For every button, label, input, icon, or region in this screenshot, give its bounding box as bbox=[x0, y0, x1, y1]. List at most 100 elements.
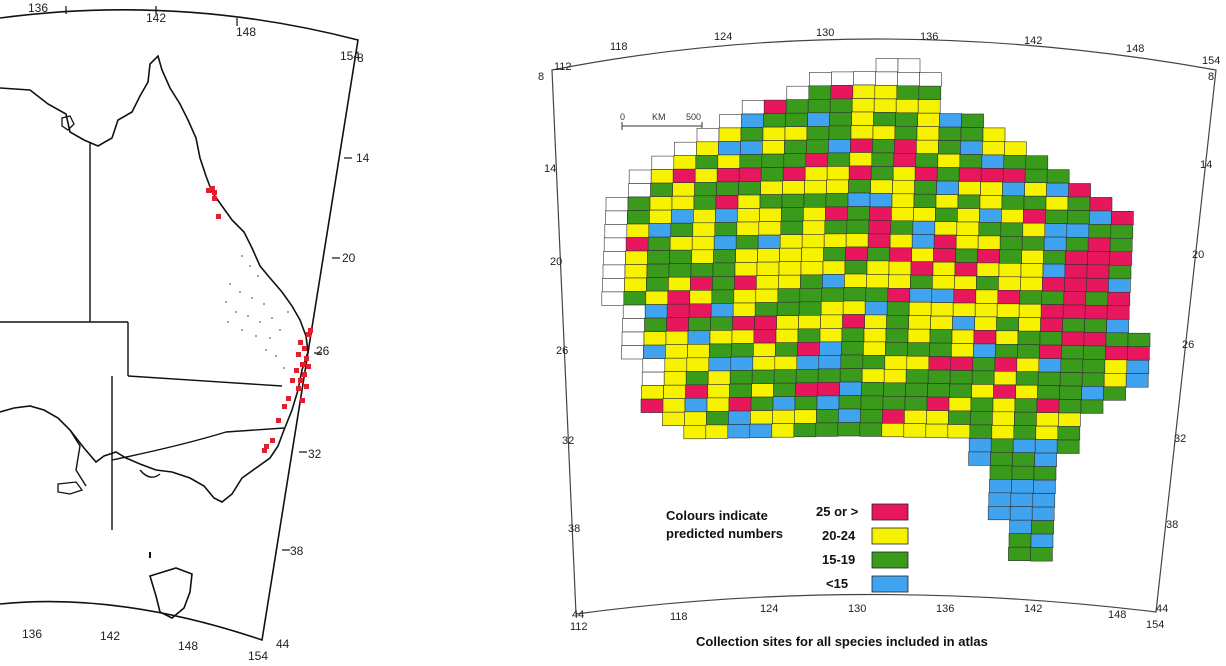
atlas-grid-cell bbox=[823, 233, 847, 248]
atlas-grid-cell bbox=[694, 168, 718, 183]
atlas-grid-cell bbox=[823, 247, 846, 262]
legend-label-under-15: <15 bbox=[826, 576, 848, 591]
atlas-grid-cell bbox=[839, 368, 863, 383]
atlas-grid-cell bbox=[797, 328, 821, 343]
atlas-grid-cell bbox=[762, 126, 786, 141]
atlas-grid-cell bbox=[904, 396, 928, 411]
atlas-grid-cell bbox=[684, 411, 707, 426]
atlas-grid-cell bbox=[907, 328, 931, 344]
legend-label-25-plus: 25 or > bbox=[816, 504, 859, 519]
atlas-grid-cell bbox=[1014, 411, 1037, 427]
atlas-grid-cell bbox=[842, 314, 865, 329]
atlas-grid-cell bbox=[782, 180, 805, 195]
atlas-grid-cell bbox=[991, 424, 1015, 440]
atlas-grid-cell bbox=[1009, 519, 1032, 535]
atlas-grid-cell bbox=[712, 276, 735, 291]
atlas-grid-cell bbox=[1039, 331, 1063, 346]
atlas-grid-cell bbox=[1023, 195, 1047, 210]
atlas-grid-cell bbox=[974, 303, 998, 318]
atlas-grid-cell bbox=[800, 274, 823, 289]
atlas-grid-cell bbox=[960, 140, 983, 155]
atlas-grid-cell bbox=[896, 85, 920, 100]
atlas-grid-cell bbox=[938, 140, 961, 155]
atlas-grid-cell bbox=[688, 303, 712, 318]
atlas-grid-cell bbox=[838, 395, 862, 410]
top-lon-label: 124 bbox=[714, 31, 732, 43]
atlas-grid-cell bbox=[758, 221, 782, 236]
atlas-grid-cell bbox=[993, 370, 1017, 386]
atlas-grid-cell bbox=[1017, 344, 1040, 359]
atlas-grid-cell bbox=[706, 411, 729, 426]
atlas-grid-cell bbox=[775, 342, 798, 357]
atlas-grid-cell bbox=[866, 260, 890, 275]
atlas-grid-cell bbox=[875, 58, 899, 73]
atlas-grid-cell bbox=[891, 193, 915, 208]
atlas-grid-cell bbox=[1020, 263, 1044, 278]
island bbox=[57, 481, 84, 495]
top-lon-label: 130 bbox=[816, 27, 834, 39]
atlas-grid-cell bbox=[715, 195, 739, 210]
atlas-grid-cell bbox=[1087, 237, 1111, 252]
atlas-grid-cell bbox=[624, 277, 647, 292]
atlas-grid-cell bbox=[1066, 223, 1090, 238]
atlas-grid-cell bbox=[798, 301, 822, 316]
scale-end: 500 bbox=[686, 112, 701, 122]
atlas-grid-cell bbox=[738, 167, 762, 182]
atlas-grid-cell bbox=[827, 152, 851, 167]
atlas-grid-cell bbox=[799, 287, 823, 303]
atlas-grid-cell bbox=[929, 329, 953, 344]
right-lat-label: 14 bbox=[356, 151, 370, 165]
right-ticks bbox=[282, 157, 352, 551]
bottom-lon-label: 136 bbox=[22, 627, 42, 641]
species-record-marker bbox=[206, 188, 211, 193]
atlas-grid-cell bbox=[1010, 492, 1034, 508]
atlas-grid-cell bbox=[893, 153, 917, 168]
atlas-grid-cell bbox=[916, 139, 939, 154]
atlas-grid-cell bbox=[958, 167, 982, 182]
species-record-marker bbox=[306, 364, 311, 369]
top-lon-label: 148 bbox=[236, 25, 256, 39]
atlas-grid-cell bbox=[871, 152, 895, 167]
scale-start: 0 bbox=[620, 112, 625, 122]
atlas-grid-cell bbox=[968, 438, 992, 453]
atlas-grid-cell bbox=[957, 208, 980, 223]
atlas-grid-cell bbox=[977, 235, 1001, 250]
atlas-grid-cell bbox=[990, 438, 1014, 453]
atlas-grid-cell bbox=[819, 341, 842, 356]
atlas-grid-cell bbox=[1033, 466, 1057, 481]
top-lon-label: 136 bbox=[920, 31, 938, 43]
atlas-grid-cell bbox=[907, 342, 930, 357]
atlas-grid-cell bbox=[804, 180, 827, 195]
atlas-grid-cell bbox=[974, 316, 997, 331]
atlas-grid-cell bbox=[973, 343, 996, 358]
right-lat-label: 38 bbox=[290, 544, 304, 558]
atlas-grid-cell bbox=[625, 237, 649, 252]
atlas-grid-cell bbox=[885, 328, 909, 343]
atlas-grid-cell bbox=[643, 331, 667, 346]
atlas-grid-cell bbox=[693, 209, 716, 224]
top-lon-label: 148 bbox=[1126, 43, 1144, 55]
legend-swatch-red bbox=[871, 503, 909, 521]
atlas-grid-cell bbox=[952, 316, 975, 331]
atlas-grid-cell bbox=[873, 98, 897, 113]
atlas-grid-cell bbox=[1040, 304, 1064, 319]
atlas-grid-cell bbox=[841, 341, 864, 356]
east-australia-map-panel: 136 142 148 154 8 14 20 26 32 38 44 136 … bbox=[0, 0, 372, 663]
bottom-lon-label: 124 bbox=[760, 603, 778, 615]
atlas-grid-cell bbox=[1110, 224, 1134, 239]
atlas-grid-cell bbox=[932, 261, 956, 276]
atlas-grid-cell bbox=[1000, 222, 1024, 237]
atlas-grid-cell bbox=[1032, 493, 1056, 508]
atlas-grid-cell bbox=[773, 369, 797, 384]
atlas-grid-cell bbox=[816, 395, 840, 410]
species-record-marker bbox=[216, 214, 221, 219]
right-lat-label: 32 bbox=[308, 447, 322, 461]
atlas-grid-cell bbox=[670, 222, 694, 237]
atlas-grid-cell bbox=[976, 262, 1000, 277]
atlas-grid-cell bbox=[948, 397, 972, 412]
atlas-grid-cell bbox=[1104, 359, 1128, 374]
atlas-grid-cell bbox=[886, 301, 910, 316]
atlas-grid-cell bbox=[905, 369, 929, 384]
atlas-grid-cell bbox=[1087, 251, 1110, 266]
top-lon-label: 154 bbox=[1202, 55, 1220, 67]
